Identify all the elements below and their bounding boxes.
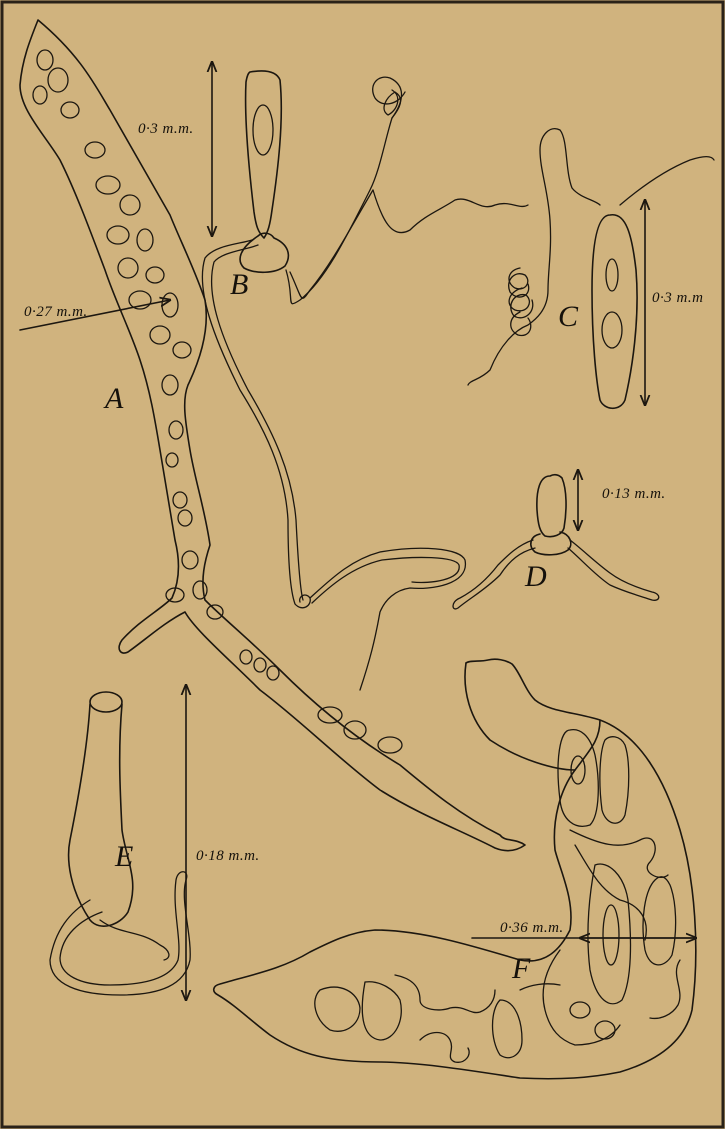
label-e: E <box>115 840 133 874</box>
label-f: F <box>512 952 530 986</box>
specimen-b <box>202 71 528 690</box>
label-a: A <box>105 382 123 416</box>
measurement-e: 0·18 m.m. <box>196 848 260 865</box>
specimen-f <box>214 659 696 1079</box>
label-d: D <box>525 560 547 594</box>
measurement-d: 0·13 m.m. <box>602 486 666 503</box>
measurement-c: 0·3 m.m <box>652 290 703 307</box>
measurement-a: 0·27 m.m. <box>24 304 88 321</box>
measurement-b: 0·3 m.m. <box>138 121 194 138</box>
label-b: B <box>230 268 248 302</box>
specimen-c <box>468 129 714 409</box>
measurement-f: 0·36 m.m. <box>500 920 564 937</box>
label-c: C <box>558 300 578 334</box>
